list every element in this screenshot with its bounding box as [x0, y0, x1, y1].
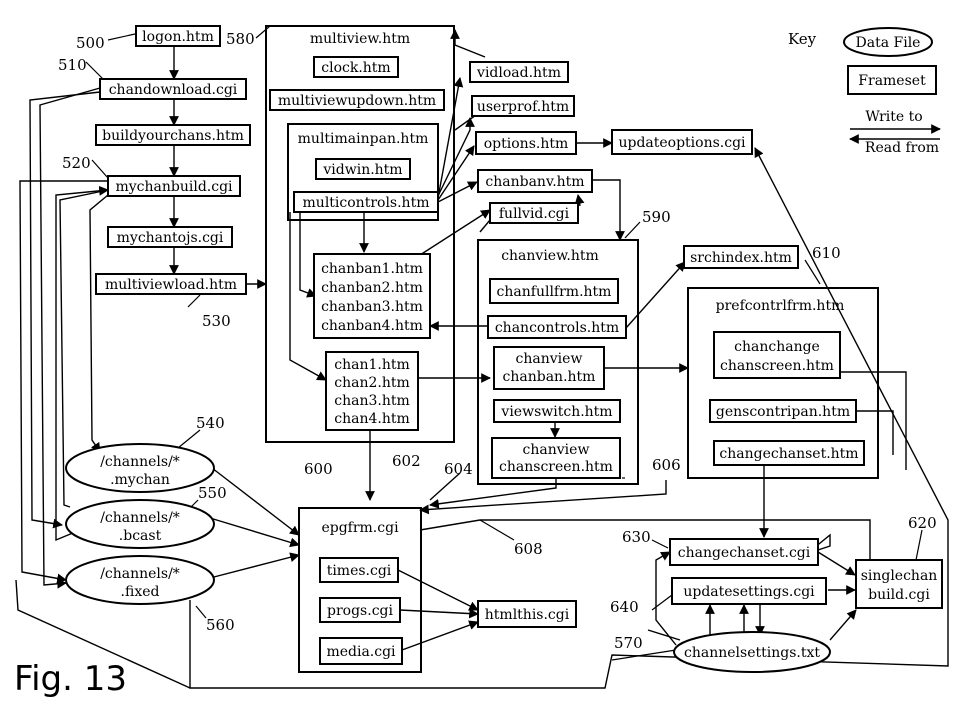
- node-chanban3: chanban3.htm: [321, 299, 423, 315]
- file-fixed-l2: .fixed: [121, 584, 160, 600]
- node-chan1: chan1.htm: [334, 357, 410, 373]
- node-chanfullfrm: chanfullfrm.htm: [497, 284, 612, 300]
- node-options: options.htm: [484, 136, 569, 152]
- ref-590: 590: [642, 208, 671, 226]
- node-chanview-chanban-l1: chanview: [516, 351, 583, 367]
- ref-500: 500: [76, 34, 105, 52]
- multimainpan-title: multimainpan.htm: [298, 131, 429, 147]
- node-chan3: chan3.htm: [334, 393, 410, 409]
- key-write-to: Write to: [865, 109, 922, 125]
- node-singlechan-l1: singlechan: [861, 568, 938, 584]
- ref-510: 510: [58, 56, 87, 74]
- node-updatesettings: updatesettings.cgi: [683, 584, 815, 600]
- node-srchindex: srchindex.htm: [690, 250, 792, 266]
- node-chanban2: chanban2.htm: [321, 280, 423, 296]
- ref-640: 640: [610, 598, 639, 616]
- node-chanban1: chanban1.htm: [321, 261, 423, 277]
- node-multiviewload: multiviewload.htm: [105, 277, 237, 293]
- chanview-frame-title: chanview.htm: [501, 248, 599, 264]
- node-genscontripan: genscontripan.htm: [716, 404, 850, 420]
- node-media: media.cgi: [326, 644, 396, 660]
- node-viewswitch: viewswitch.htm: [500, 404, 612, 420]
- ref-570: 570: [614, 634, 643, 652]
- ref-520: 520: [62, 154, 91, 172]
- node-chan4: chan4.htm: [334, 411, 410, 427]
- node-chanview-chanban-l2: chanban.htm: [503, 369, 596, 385]
- multiview-frame-title: multiview.htm: [310, 31, 410, 47]
- ref-550: 550: [198, 484, 227, 502]
- node-chandownload: chandownload.cgi: [109, 82, 238, 98]
- file-mychan-l2: .mychan: [110, 472, 170, 488]
- ref-608: 608: [514, 540, 543, 558]
- node-chanchange-l2: chanscreen.htm: [720, 358, 834, 374]
- node-changechanset-htm: changechanset.htm: [719, 446, 858, 462]
- node-times: times.cgi: [327, 563, 392, 579]
- ref-600: 600: [304, 460, 333, 478]
- node-userprof: userprof.htm: [477, 99, 569, 115]
- ref-560: 560: [206, 616, 235, 634]
- node-updateoptions: updateoptions.cgi: [618, 135, 746, 151]
- node-logon: logon.htm: [142, 29, 214, 45]
- node-vidwin: vidwin.htm: [322, 162, 402, 178]
- prefcontrlfrm-title: prefcontrlfrm.htm: [716, 298, 845, 314]
- node-chanchange-l1: chanchange: [734, 339, 820, 355]
- ref-610: 610: [812, 244, 841, 262]
- ref-620: 620: [908, 514, 937, 532]
- key-read-from: Read from: [865, 140, 939, 156]
- ref-540: 540: [196, 414, 225, 432]
- key-frameset: Frameset: [858, 73, 926, 89]
- node-fullvid: fullvid.cgi: [499, 206, 570, 222]
- node-changechanset-cgi: changechanset.cgi: [678, 545, 811, 561]
- node-chanban4: chanban4.htm: [321, 318, 423, 334]
- ref-530: 530: [202, 312, 231, 330]
- ref-606: 606: [652, 456, 681, 474]
- node-chancontrols: chancontrols.htm: [495, 320, 619, 336]
- file-fixed-l1: /channels/*: [100, 566, 180, 582]
- file-bcast-l2: .bcast: [119, 528, 162, 544]
- ref-604: 604: [444, 460, 473, 478]
- ref-630: 630: [622, 528, 651, 546]
- figure-label: Fig. 13: [14, 659, 127, 699]
- node-chanview-chanscreen-l1: chanview: [523, 442, 590, 458]
- node-chanview-chanscreen-l2: chanscreen.htm: [499, 459, 613, 475]
- node-chanbanv: chanbanv.htm: [485, 174, 584, 190]
- legend-key: Key Data File Frameset Write to Read fro…: [788, 28, 940, 156]
- file-mychan-l1: /channels/*: [100, 454, 180, 470]
- node-htmlthis: htmlthis.cgi: [485, 607, 570, 623]
- epgfrm-title: epgfrm.cgi: [321, 520, 399, 536]
- node-buildyourchans: buildyourchans.htm: [102, 128, 244, 144]
- ref-580: 580: [226, 30, 255, 48]
- ref-602: 602: [392, 452, 421, 470]
- node-singlechan-l2: build.cgi: [868, 587, 930, 603]
- file-boxes: logon.htm chandownload.cgi buildyourchan…: [96, 26, 942, 664]
- file-bcast-l1: /channels/*: [100, 510, 180, 526]
- node-chan2: chan2.htm: [334, 375, 410, 391]
- node-multicontrols: multicontrols.htm: [303, 195, 430, 211]
- node-vidload: vidload.htm: [476, 65, 561, 81]
- key-title: Key: [788, 30, 817, 48]
- file-channelsettings: channelsettings.txt: [684, 645, 820, 661]
- key-data-file: Data File: [856, 35, 921, 51]
- node-mychantojs: mychantojs.cgi: [117, 230, 224, 246]
- node-progs: progs.cgi: [327, 603, 393, 619]
- node-multiviewupdown: multiviewupdown.htm: [278, 93, 436, 109]
- node-mychanbuild: mychanbuild.cgi: [115, 179, 233, 195]
- node-clock: clock.htm: [321, 60, 390, 76]
